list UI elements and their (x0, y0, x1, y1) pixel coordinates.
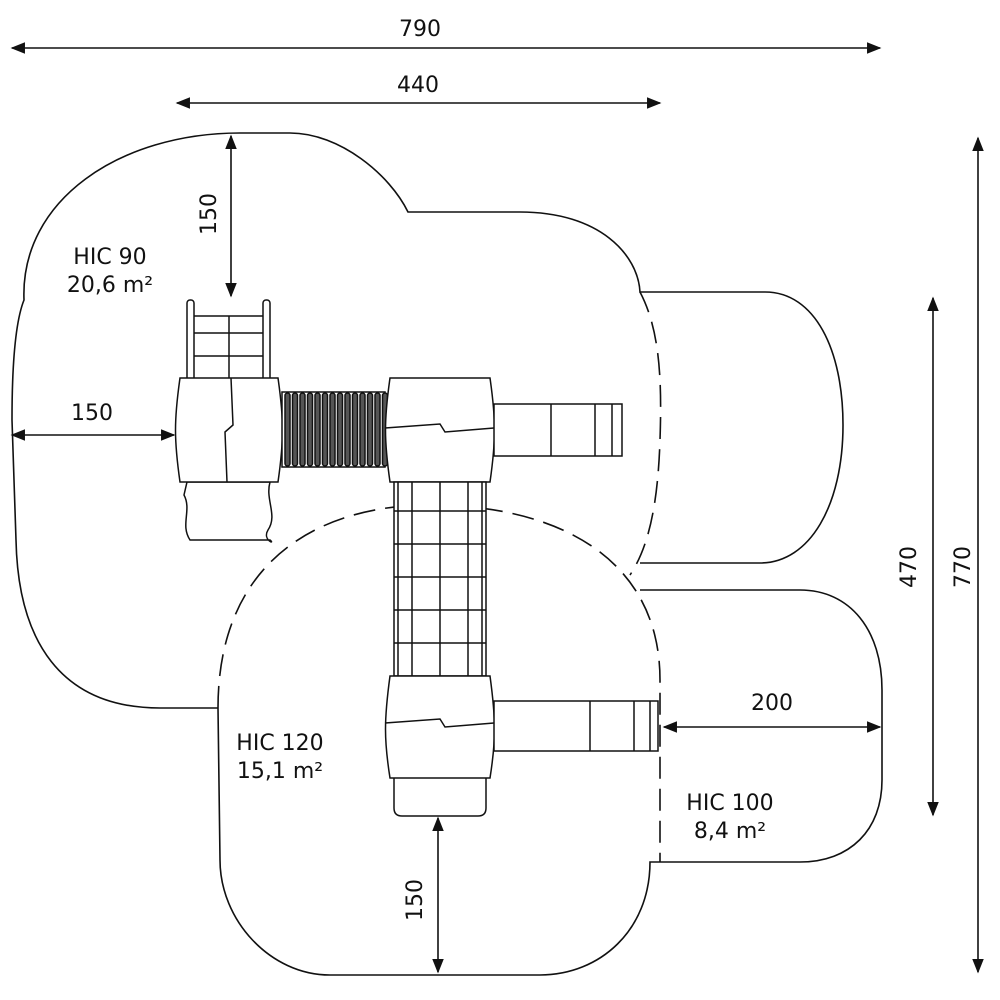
zone-hic-value: HIC 120 (236, 731, 324, 756)
tower-deck-lower (384, 675, 496, 779)
dim-440-label: 440 (397, 73, 439, 98)
zone-hic-100: HIC 100 8,4 m² (660, 790, 800, 846)
tunnel-rib (299, 392, 306, 467)
zone-area: 8,4 m² (693, 819, 767, 844)
tunnel-crawl-tube (281, 391, 389, 468)
entry-step (393, 778, 487, 817)
climbing-ladder (186, 299, 271, 383)
tunnel-rib (306, 392, 314, 467)
dim-770-label: 770 (951, 546, 976, 588)
zone-hic-value: HIC 100 (686, 791, 774, 816)
zone-area: 15,1 m² (236, 759, 324, 784)
tunnel-rib (284, 392, 291, 467)
zone-boundary-dashed-upper (629, 291, 662, 576)
tunnel-rib (321, 392, 329, 467)
climbing-wall (183, 481, 273, 543)
tower-deck-left (174, 377, 284, 483)
slide-lower (493, 700, 659, 752)
tunnel-rib (291, 392, 299, 467)
dim-150-bottom-label: 150 (403, 879, 428, 921)
slide-upper (493, 403, 623, 457)
tunnel-rib (351, 392, 359, 467)
tunnel-rib (314, 392, 321, 467)
zone-hic-120: HIC 120 15,1 m² (210, 730, 350, 786)
zone-area: 20,6 m² (66, 273, 154, 298)
dim-200-label: 200 (751, 691, 793, 716)
safety-zone-outline (11, 132, 844, 709)
zone-hic-value: HIC 90 (73, 245, 147, 270)
tunnel-rib (344, 392, 351, 467)
tunnel-rib (359, 392, 366, 467)
tunnel-rib (329, 392, 336, 467)
tunnel-rib (366, 392, 374, 467)
dim-150-left-label: 150 (71, 401, 113, 426)
safety-zone-outline-lower (217, 589, 883, 976)
tunnel-rib (374, 392, 381, 467)
tunnel-rib (336, 392, 344, 467)
zone-hic-90: HIC 90 20,6 m² (40, 244, 180, 300)
dim-150-top-label: 150 (197, 193, 222, 235)
net-climber (393, 481, 487, 678)
dim-470-label: 470 (897, 546, 922, 588)
dim-790-label: 790 (399, 17, 441, 42)
